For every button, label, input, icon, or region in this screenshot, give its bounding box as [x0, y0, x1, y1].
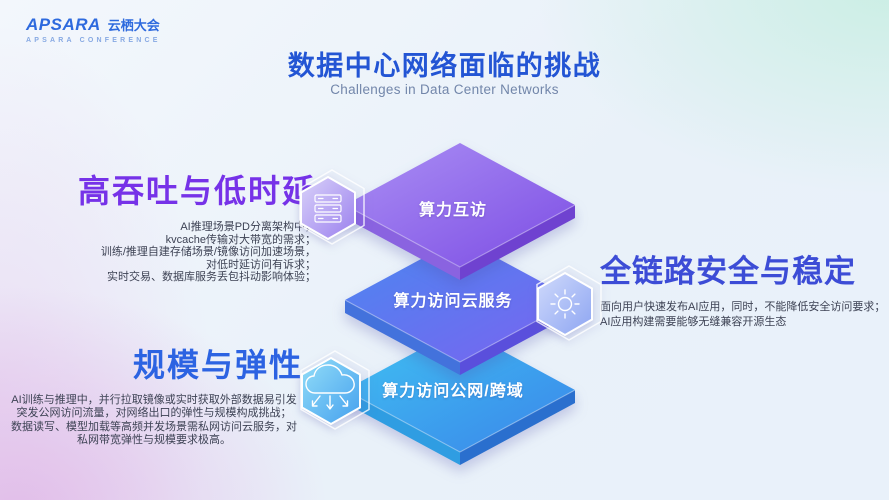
cloud-network-icon [305, 364, 355, 410]
layer-3-public-network [344, 328, 576, 465]
layer-1-compute-interconnect [344, 143, 576, 280]
hex-badge-throughput [299, 169, 365, 245]
hex-badge-scale [300, 350, 370, 430]
hex-badge-security [536, 265, 602, 341]
layer-2-label: 算力访问云服务 [393, 293, 513, 310]
page-title: 数据中心网络面临的挑战 [287, 51, 602, 81]
layer-2-face [345, 238, 575, 362]
logo-subtitle: APSARA CONFERENCE [26, 37, 161, 44]
layer-1-right-side [460, 205, 575, 280]
scale-description: AI训练与推理中，并行拉取镜像或实时获取外部数据易引发 突发公网访问流量，对网络… [11, 394, 297, 447]
apsara-logo: APSARA 云栖大会 APSARA CONFERENCE [26, 15, 161, 44]
layer-1-face [345, 143, 575, 267]
layer-3-left-side [345, 390, 460, 465]
security-title: 全链路安全与稳定 [600, 254, 856, 289]
layer-3-label: 算力访问公网/跨域 [382, 383, 524, 400]
section-scale: 规模与弹性 AI训练与推理中，并行拉取镜像或实时获取外部数据易引发 突发公网访问… [5, 340, 303, 448]
hex-fill [300, 175, 356, 241]
sun-icon [550, 289, 580, 319]
hex-fill [537, 271, 593, 337]
throughput-title: 高吞吐与低时延 [77, 173, 316, 209]
layer-2-left-side [345, 300, 460, 375]
hex-outline [299, 169, 365, 245]
layer-1-label: 算力互访 [418, 202, 487, 219]
layer-1-left-side [345, 205, 460, 280]
page-subtitle: Challenges in Data Center Networks [330, 82, 559, 97]
section-security: 全链路安全与稳定 面向用户快速发布AI应用，同时，不能降低安全访问要求； AI应… [600, 246, 889, 330]
logo-brand-text: APSARA [26, 15, 101, 34]
hex-outline [300, 350, 370, 430]
throughput-description: AI推理场景PD分离架构中， kvcache传输对大带宽的需求； 训练/推理自建… [100, 221, 316, 284]
logo-chinese-text: 云栖大会 [107, 18, 160, 33]
layer-3-face [345, 328, 575, 452]
layer-3-right-side [460, 390, 575, 465]
section-throughput: 高吞吐与低时延 AI推理场景PD分离架构中， kvcache传输对大带宽的需求；… [0, 166, 316, 284]
server-icon [314, 194, 342, 223]
hex-outline [536, 265, 602, 341]
scale-title: 规模与弹性 [132, 347, 303, 383]
security-description: 面向用户快速发布AI应用，同时，不能降低安全访问要求； AI应用构建需要能够无缝… [600, 301, 886, 328]
